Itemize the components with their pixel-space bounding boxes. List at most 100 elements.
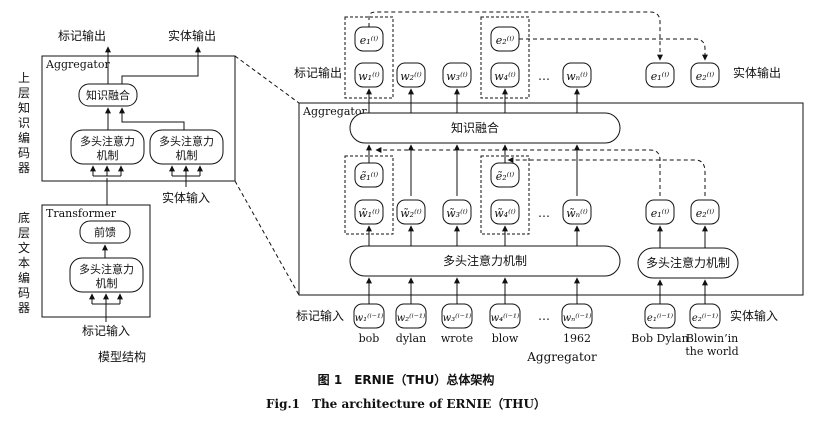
input-token-node	[561, 303, 593, 329]
model-structure-caption: 模型结构	[98, 349, 146, 364]
mid-token-node	[396, 199, 426, 225]
right-mha-token-box	[349, 245, 621, 277]
v-upper-6: 器	[18, 161, 30, 175]
right-entity-output-label: 实体输出	[733, 65, 781, 80]
left-mha-box-entity	[149, 129, 224, 165]
lower-transformer-box	[41, 204, 151, 318]
v-lower-5: 码	[18, 286, 30, 300]
v-lower-2: 文	[18, 240, 30, 255]
right-mha-token-text: 多头注意力机制	[443, 253, 527, 268]
right-aggregator-box	[298, 102, 804, 296]
mid-entity-tilde-node-2-text: ẽ₂⁽ⁱ⁾	[496, 170, 515, 183]
input-token-node	[489, 303, 521, 329]
entity-output-node-2-text: e₂⁽ⁱ⁾	[696, 70, 715, 83]
mid-entity-tilde-node-1	[354, 162, 384, 188]
mid-ellipsis: …	[538, 206, 550, 220]
top-token-node-text: w₃⁽ⁱ⁾	[446, 70, 468, 83]
entity-word-2-line1: Blowin’in	[686, 332, 738, 345]
input-entity-node-2	[689, 303, 721, 329]
top-token-node	[396, 62, 426, 88]
lower-mha-box	[69, 257, 144, 293]
left-mha-box-token	[70, 129, 145, 165]
entity-output-node-1	[645, 62, 675, 88]
mid-entity-tilde-node-2	[490, 162, 520, 188]
top-ellipsis: …	[538, 69, 550, 83]
input-entity-node-1-text: e₁⁽ⁱ⁻¹⁾	[647, 313, 674, 324]
lower-mha-line1: 多头注意力	[79, 262, 134, 276]
entity-output-node-1-text: e₁⁽ⁱ⁾	[651, 70, 670, 83]
entity-output-node-2	[690, 62, 720, 88]
mid-token-node-text: w̃₁⁽ⁱ⁾	[358, 207, 380, 220]
v-lower-1: 层	[18, 226, 30, 240]
mid-token-node-text: w̃ₙ⁽ⁱ⁾	[566, 207, 588, 220]
upper-encoder-vertical-label: 上 层 知 识 编 码 器	[18, 71, 30, 175]
input-token-node	[395, 303, 427, 329]
left-mha-entity-line2: 机制	[176, 148, 198, 162]
dashed-arrow-mid-entity-2	[507, 157, 706, 196]
v-lower-3: 本	[18, 256, 30, 270]
left-model-panel: 标记输出 实体输出 上 层 知 识 编 码 器 Aggregator 知识融合 …	[18, 28, 236, 364]
lower-encoder-vertical-label: 底 层 文 本 编 码 器	[18, 210, 30, 315]
mid-token-node-text: w̃₂⁽ⁱ⁾	[400, 207, 422, 220]
input-word: dylan	[396, 332, 426, 345]
v-lower-6: 器	[18, 301, 30, 315]
mid-token-node	[442, 199, 472, 225]
mid-entity-node-2	[690, 199, 720, 225]
left-entity-input-label: 实体输入	[162, 190, 210, 205]
input-token-node	[353, 303, 385, 329]
mid-entity-node-1-text: e₁⁽ⁱ⁾	[651, 207, 670, 220]
input-token-node-text: w₄⁽ⁱ⁻¹⁾	[491, 313, 520, 324]
upper-aggregator-title: Aggregator	[45, 58, 110, 71]
top-token-node	[562, 62, 592, 88]
input-ellipsis: …	[538, 309, 550, 323]
left-mha-token-line2: 机制	[97, 148, 119, 162]
top-token-node-text: w₁⁽ⁱ⁾	[358, 70, 380, 83]
lower-ffn-box	[79, 220, 131, 244]
left-token-output-label: 标记输出	[58, 28, 106, 43]
top-token-node-text: w₂⁽ⁱ⁾	[400, 70, 422, 83]
mid-token-node-text: w̃₄⁽ⁱ⁾	[494, 207, 516, 220]
right-mha-entity-text: 多头注意力机制	[646, 255, 730, 270]
top-token-node-text: wₙ⁽ⁱ⁾	[566, 70, 588, 83]
mid-entity-node-1	[645, 199, 675, 225]
lower-ffn-text: 前馈	[94, 225, 116, 239]
mid-token-row: w̃₁⁽ⁱ⁾ w̃₂⁽ⁱ⁾ w̃₃⁽ⁱ⁾ w̃₄⁽ⁱ⁾ … w̃ₙ⁽ⁱ⁾	[354, 199, 592, 225]
input-token-node	[441, 303, 473, 329]
zoom-line-top	[234, 55, 300, 104]
right-aggregator-panel: Aggregator e₁⁽ⁱ⁾ e₂⁽ⁱ⁾ 标记输出 w₁⁽ⁱ⁾ w₂⁽ⁱ⁾ …	[294, 11, 804, 364]
left-fusion-text: 知识融合	[86, 88, 130, 102]
top-token-row: w₁⁽ⁱ⁾ w₂⁽ⁱ⁾ w₃⁽ⁱ⁾ w₄⁽ⁱ⁾ … wₙ⁽ⁱ⁾	[354, 62, 592, 88]
left-entity-output-label: 实体输出	[168, 28, 216, 43]
v-upper-4: 编	[18, 130, 30, 145]
lower-transformer-title: Transformer	[46, 207, 117, 220]
v-upper-1: 层	[18, 86, 30, 100]
mid-token-node	[354, 199, 384, 225]
input-token-node-text: w₃⁽ⁱ⁻¹⁾	[443, 313, 472, 324]
upper-aggregator-box	[41, 55, 236, 182]
dashed-arrow-mid-entity-1	[375, 147, 661, 196]
top-entity-node-1-text: e₁⁽ⁱ⁾	[360, 34, 379, 47]
dashed-arrow-entity-2	[519, 38, 708, 61]
left-mha-token-line1: 多头注意力	[80, 134, 135, 148]
left-mha-entity-line1: 多头注意力	[159, 134, 214, 148]
v-upper-5: 码	[18, 146, 30, 160]
input-entity-node-1	[644, 303, 676, 329]
v-lower-0: 底	[18, 210, 30, 225]
aggregator-bottom-label: Aggregator	[526, 350, 597, 364]
input-word: blow	[492, 332, 519, 345]
top-token-node	[442, 62, 472, 88]
mid-entity-node-2-text: e₂⁽ⁱ⁾	[696, 207, 715, 220]
right-fusion-text: 知识融合	[451, 120, 499, 135]
right-aggregator-title: Aggregator	[302, 105, 367, 118]
right-token-input-label: 标记输入	[296, 308, 344, 323]
top-entity-node-2-text: e₂⁽ⁱ⁾	[496, 34, 515, 47]
input-token-node-text: w₂⁽ⁱ⁻¹⁾	[397, 313, 426, 324]
entity-word-2-line2: the world	[685, 345, 738, 358]
right-entity-input-label: 实体输入	[730, 308, 778, 323]
input-word: bob	[359, 332, 380, 345]
top-token-node	[354, 62, 384, 88]
input-token-node-text: wₙ⁽ⁱ⁻¹⁾	[563, 313, 592, 324]
v-lower-4: 编	[18, 270, 30, 285]
mid-token-node-text: w̃₃⁽ⁱ⁾	[446, 207, 468, 220]
